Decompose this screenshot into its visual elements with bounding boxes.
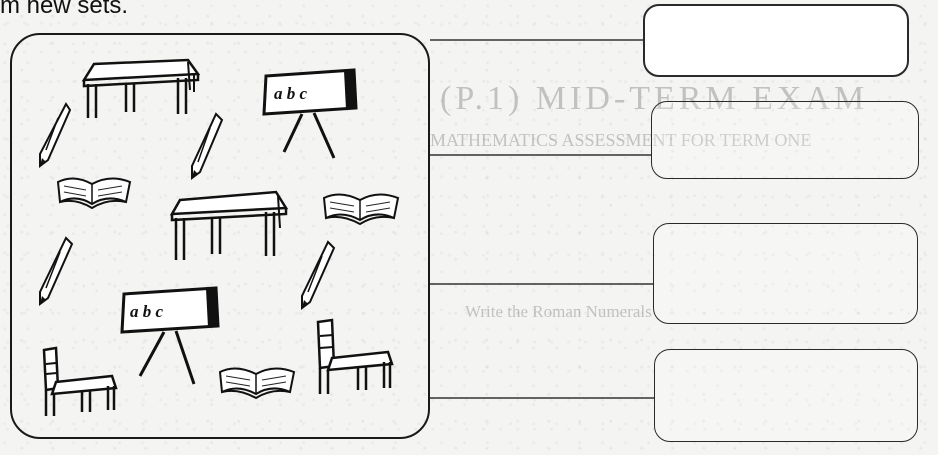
table-icon (166, 188, 290, 266)
chalkboard-icon: a b c (118, 280, 226, 386)
chair-icon (314, 316, 394, 396)
table-icon (76, 56, 200, 122)
pencil-icon (34, 236, 74, 308)
board-label-1: a b c (274, 84, 308, 103)
book-icon (54, 170, 134, 212)
answer-box-4[interactable] (654, 349, 918, 442)
answer-box-3[interactable] (653, 223, 918, 324)
answer-box-1[interactable] (643, 4, 909, 77)
book-icon (320, 186, 402, 228)
pencil-icon (296, 240, 336, 312)
book-icon (216, 360, 298, 404)
board-label-2: a b c (130, 302, 164, 321)
pencil-icon (36, 102, 72, 170)
chair-icon (38, 344, 118, 418)
pencil-icon (186, 112, 224, 182)
chalkboard-icon: a b c (258, 66, 362, 164)
answer-box-2[interactable] (651, 101, 919, 179)
